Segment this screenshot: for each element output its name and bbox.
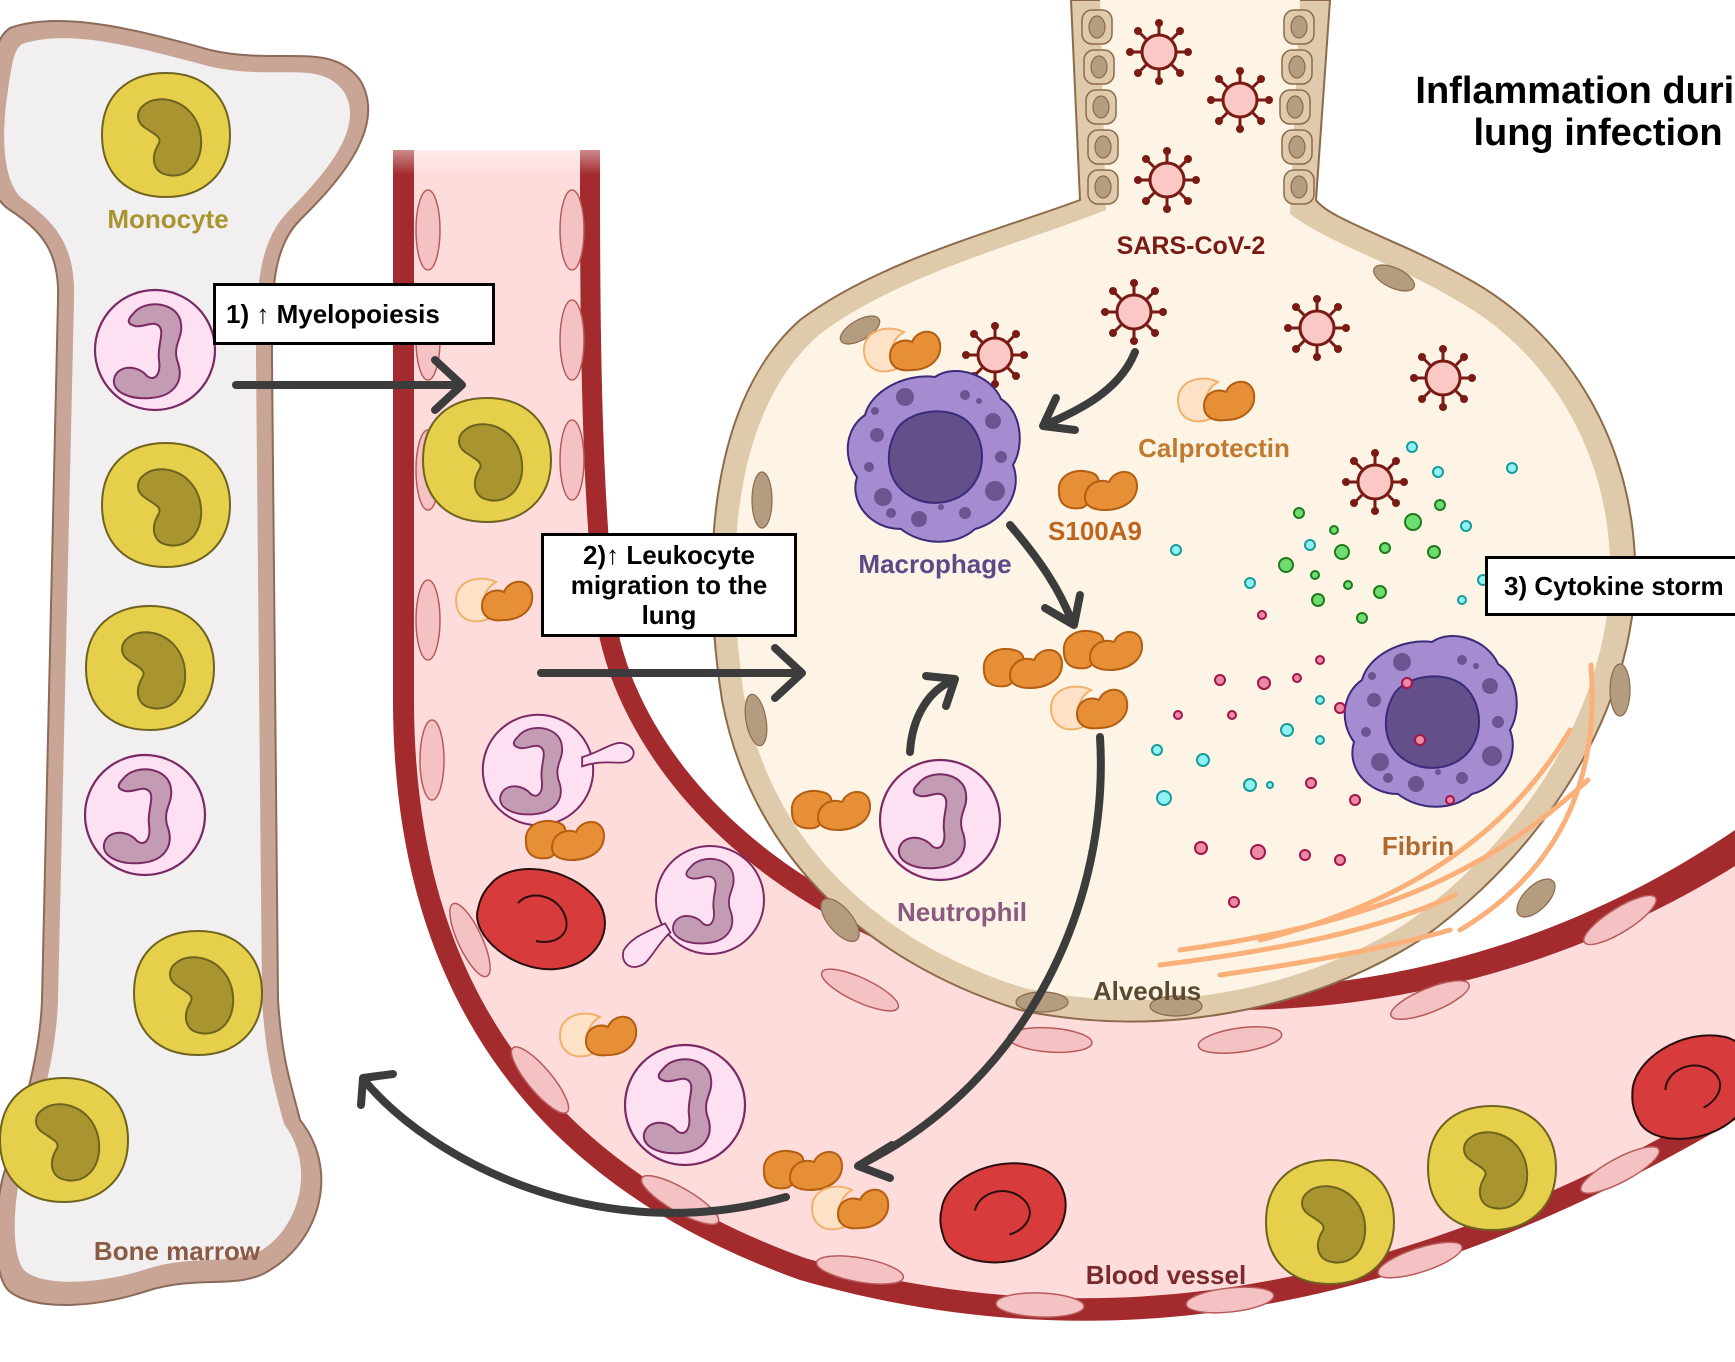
fibrin-strands — [1157, 662, 1595, 978]
macrophage-label: Macrophage — [858, 549, 1011, 579]
neutrophil-cell — [93, 288, 217, 412]
monocyte-cell — [101, 72, 231, 198]
monocyte-cell — [422, 397, 552, 523]
step-2-leukocyte-migration-box: 2)↑ Leukocyte migration to the lung — [541, 533, 797, 637]
neutrophil-cell — [623, 1043, 747, 1167]
blood-vessel — [380, 120, 1735, 1321]
title-line-2: lung infection — [1473, 112, 1723, 154]
step-number: 2) — [583, 540, 607, 570]
blood-vessel-label: Blood vessel — [1086, 1260, 1246, 1290]
arrow-neutrophil-to-proteins — [906, 672, 959, 756]
monocyte-cell — [133, 930, 263, 1056]
arrow-leukocyte-migration — [537, 644, 806, 702]
calprotectin-label: Calprotectin — [1138, 433, 1290, 463]
neutrophil-net-cell — [622, 845, 765, 968]
step-text: Myelopoiesis — [276, 299, 440, 329]
step-text: Leukocyte migration to the lung — [570, 540, 768, 630]
monocyte-label: Monocyte — [107, 204, 228, 234]
bone-marrow-label: Bone marrow — [94, 1236, 261, 1266]
virus-particle — [1408, 343, 1478, 413]
sars-cov-2-label: SARS-CoV-2 — [1117, 232, 1266, 260]
arrow-macrophage-to-proteins — [1006, 521, 1084, 629]
title-line-1: Inflammation during — [1415, 70, 1735, 112]
virus-particle — [1205, 65, 1275, 135]
step-number: 3) — [1504, 571, 1528, 601]
step-1-myelopoiesis-box: 1) ↑ Myelopoiesis — [213, 283, 495, 345]
neutrophil-label: Neutrophil — [897, 897, 1027, 927]
arrow-proteins-to-vessel — [854, 733, 1105, 1182]
neutrophil-net-cell — [481, 713, 635, 827]
monocyte-cell — [1265, 1159, 1395, 1285]
alveolus-label: Alveolus — [1093, 976, 1201, 1006]
s100a9-protein — [1057, 469, 1138, 511]
monocyte-cell — [85, 605, 215, 731]
virus-particle — [1282, 293, 1352, 363]
flow-arrows — [232, 348, 1139, 1217]
s100a9-label: S100A9 — [1048, 516, 1142, 546]
neutrophil-cell — [83, 753, 207, 877]
monocyte-cell — [0, 1077, 129, 1203]
monocyte-cell — [101, 442, 231, 568]
virus-particle — [1340, 447, 1410, 517]
step-text: Cytokine storm — [1534, 571, 1724, 601]
s100a9-protein — [1062, 629, 1143, 671]
monocyte-cell — [1427, 1105, 1557, 1231]
s100a9-protein — [982, 647, 1063, 689]
virus-particle — [1124, 17, 1194, 87]
step-3-cytokine-storm-box: 3) Cytokine storm — [1485, 556, 1735, 616]
cytokines — [1151, 441, 1518, 908]
up-arrow-icon: ↑ — [256, 299, 270, 329]
diagram-title: Inflammation during lung infection — [1388, 70, 1735, 154]
arrow-virus-to-macrophage — [1039, 348, 1139, 434]
s100a9-protein — [524, 819, 605, 861]
virus-particle — [1132, 145, 1202, 215]
arrow-vessel-to-bone-marrow — [357, 1070, 790, 1217]
arrow-myelopoiesis — [232, 356, 466, 414]
step-number: 1) — [226, 299, 250, 329]
s100a9-protein — [790, 789, 871, 831]
virus-particle — [1099, 277, 1169, 347]
up-arrow-icon: ↑ — [606, 540, 620, 570]
fibrin-label: Fibrin — [1382, 831, 1454, 861]
s100a9-protein — [762, 1149, 843, 1191]
neutrophil-cell — [878, 758, 1002, 882]
